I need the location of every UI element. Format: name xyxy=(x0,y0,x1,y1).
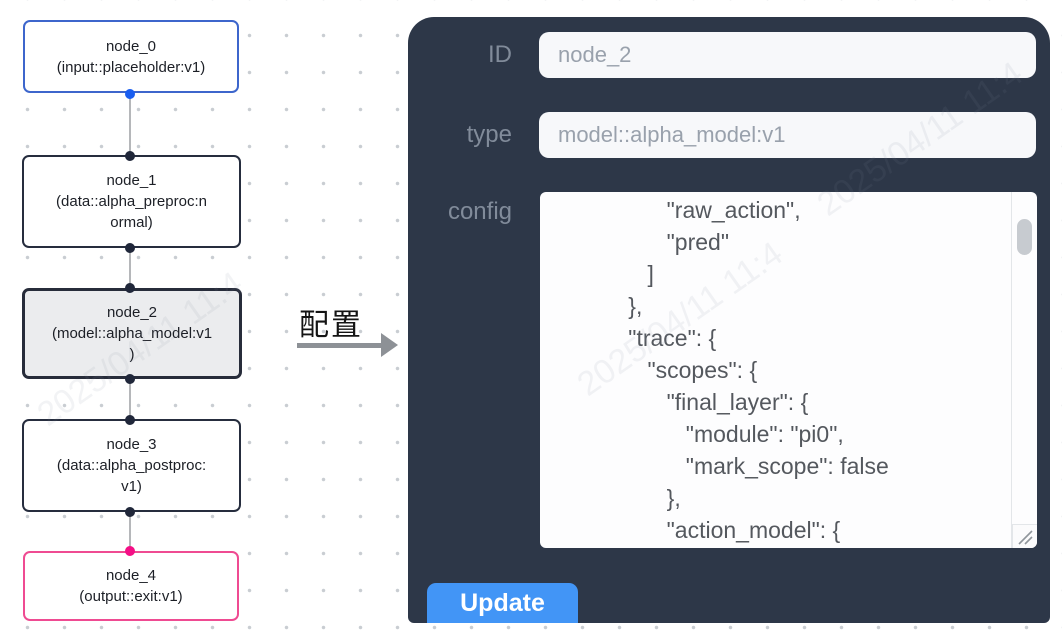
config-field-label: config xyxy=(447,198,512,225)
node-title: node_1 xyxy=(106,172,157,189)
id-input[interactable] xyxy=(539,32,1036,78)
right-arrow-icon xyxy=(297,343,382,348)
config-panel: ID type config "raw_action", "pred" ] },… xyxy=(408,17,1050,623)
id-field-label: ID xyxy=(488,41,512,68)
node-title: node_4 xyxy=(105,567,157,584)
flow-node-2-selected[interactable]: node_2 (model::alpha_model:v1 ) xyxy=(22,288,242,379)
flow-edge-2-3 xyxy=(129,379,131,420)
node-title: node_3 xyxy=(106,436,157,453)
type-input[interactable] xyxy=(539,112,1036,158)
flow-edge-1-2 xyxy=(129,248,131,288)
flow-node-4[interactable]: node_4 (output::exit:v1) xyxy=(23,551,239,621)
handle-node-0-source[interactable] xyxy=(125,89,135,99)
handle-node-1-source[interactable] xyxy=(125,243,135,253)
scrollbar-track xyxy=(1011,192,1012,548)
node-title: node_0 xyxy=(105,37,157,55)
resize-grip-icon xyxy=(1018,529,1033,545)
node-subtitle: (output::exit:v1) xyxy=(79,588,183,605)
flow-node-1[interactable]: node_1 (data::alpha_preproc:n ormal) xyxy=(22,155,241,248)
right-arrow-head-icon xyxy=(381,333,398,357)
flow-edge-3-4 xyxy=(129,512,131,551)
flow-node-3[interactable]: node_3 (data::alpha_postproc: v1) xyxy=(22,419,241,512)
handle-node-3-source[interactable] xyxy=(125,507,135,517)
resize-handle[interactable] xyxy=(1012,524,1037,548)
node-subtitle: (input::placeholder:v1) xyxy=(56,58,206,76)
node-subtitle: (data::alpha_postproc: v1) xyxy=(56,457,207,495)
scrollbar-thumb[interactable] xyxy=(1017,219,1032,255)
flow-node-0[interactable]: node_0 (input::placeholder:v1) xyxy=(23,20,239,93)
node-subtitle: (data::alpha_preproc:n ormal) xyxy=(56,193,207,231)
type-field-label: type xyxy=(466,121,512,148)
handle-node-1-target[interactable] xyxy=(125,151,135,161)
handle-node-3-target[interactable] xyxy=(125,415,135,425)
update-button-label: Update xyxy=(460,588,545,617)
config-json-text[interactable]: "raw_action", "pred" ] }, "trace": { "sc… xyxy=(628,197,889,543)
configure-label: 配置 xyxy=(299,309,363,342)
update-button[interactable]: Update xyxy=(427,583,578,623)
handle-node-2-source[interactable] xyxy=(125,374,135,384)
handle-node-2-target[interactable] xyxy=(125,283,135,293)
node-subtitle: (model::alpha_model:v1 ) xyxy=(51,325,213,363)
handle-node-4-target[interactable] xyxy=(125,546,135,556)
flow-edge-0-1 xyxy=(129,94,131,156)
node-title: node_2 xyxy=(106,304,158,321)
config-editor[interactable]: "raw_action", "pred" ] }, "trace": { "sc… xyxy=(540,192,1037,548)
